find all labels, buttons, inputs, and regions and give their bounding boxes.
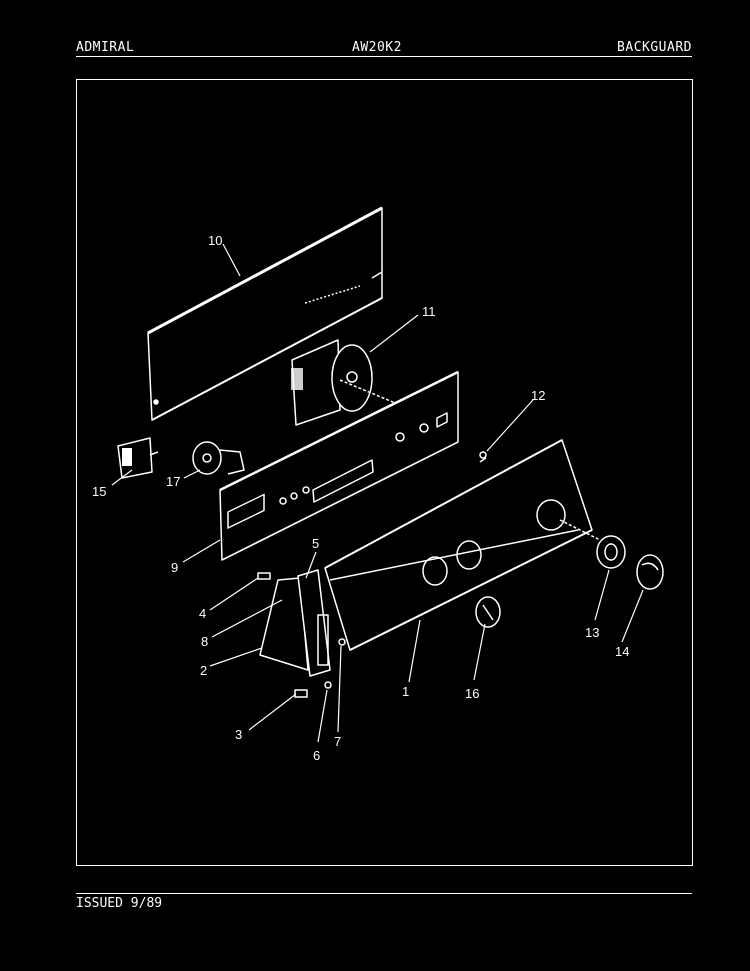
callout-12: 12	[531, 388, 545, 403]
part-6-screw	[324, 681, 332, 689]
callout-10: 10	[208, 233, 222, 248]
callout-17: 17	[166, 474, 180, 489]
part-13-dial-ring	[559, 519, 626, 569]
callout-9: 9	[171, 560, 178, 575]
leader-lines	[111, 243, 644, 743]
brand-label: ADMIRAL	[76, 40, 135, 55]
part-4-clip	[257, 572, 271, 580]
callout-6: 6	[313, 748, 320, 763]
part-17-selector-switch	[192, 441, 245, 475]
part-3-clip	[294, 689, 308, 698]
header-rule	[76, 56, 692, 57]
callout-15: 15	[92, 484, 106, 499]
callout-13: 13	[585, 625, 599, 640]
callout-3: 3	[235, 727, 242, 742]
callout-1: 1	[402, 684, 409, 699]
section-label: BACKGUARD	[617, 40, 692, 55]
footer-rule	[76, 893, 692, 894]
callout-16: 16	[465, 686, 479, 701]
callout-11: 11	[422, 304, 436, 319]
callout-4: 4	[199, 606, 206, 621]
callout-labels: 10 11 12 15 17 9 5 4 8 2 3 6 7 1 16 13 1…	[92, 233, 629, 763]
part-1-backguard	[324, 439, 593, 651]
callout-8: 8	[201, 634, 208, 649]
model-label: AW20K2	[352, 40, 402, 55]
part-14-knob	[636, 554, 664, 590]
issued-label: ISSUED 9/89	[76, 896, 163, 911]
part-12-screw	[479, 451, 487, 459]
callout-7: 7	[334, 734, 341, 749]
part-10-rear-panel	[147, 206, 383, 421]
part-16-knob	[475, 596, 501, 628]
part-9-control-panel	[219, 370, 459, 561]
part-5-lens	[297, 569, 331, 677]
part-11-timer	[291, 339, 461, 431]
diagram-frame	[76, 79, 693, 866]
part-7-screw	[338, 638, 346, 646]
part-15-switch	[117, 437, 159, 479]
callout-5: 5	[312, 536, 319, 551]
part-2-bracket	[259, 577, 309, 671]
callout-14: 14	[615, 644, 629, 659]
callout-2: 2	[200, 663, 207, 678]
